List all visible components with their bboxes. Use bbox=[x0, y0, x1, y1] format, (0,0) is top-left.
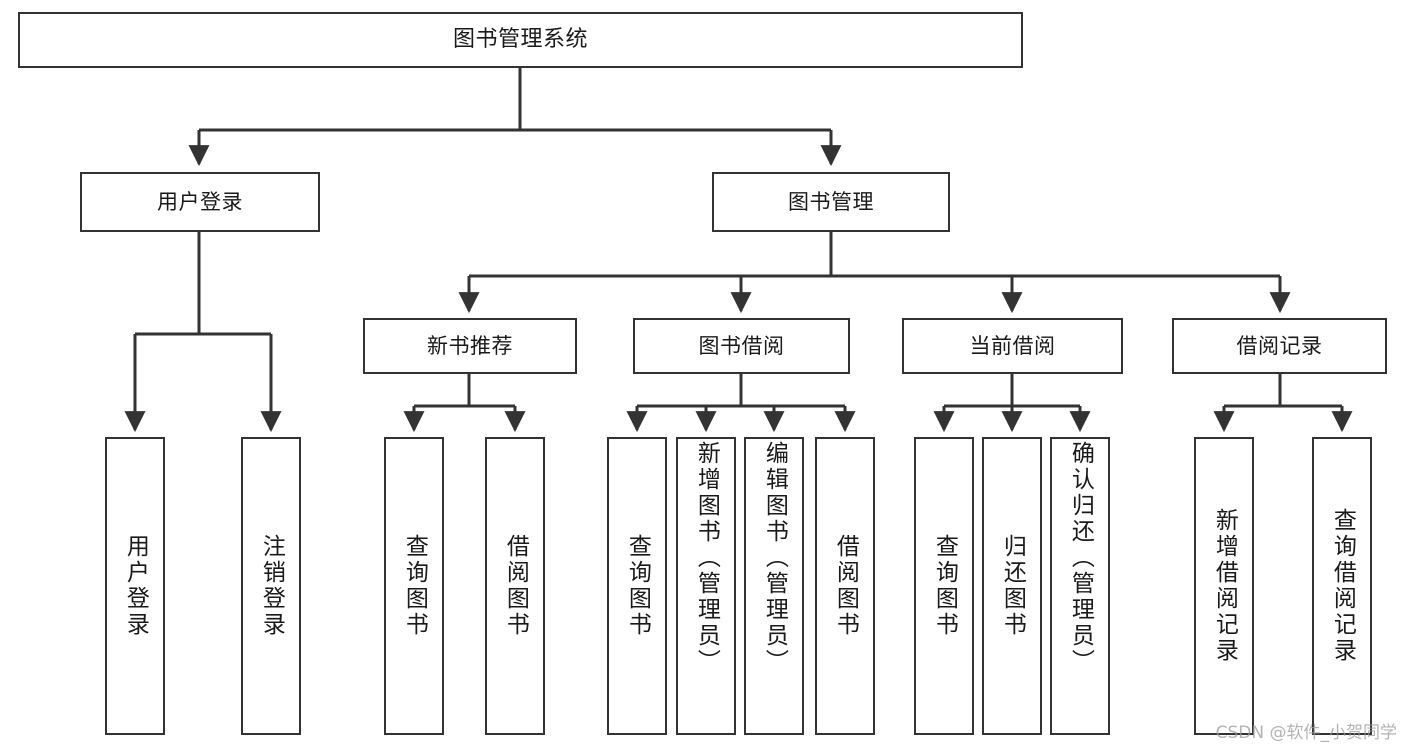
leaf-book-borrow-query[interactable]: 查询图书 bbox=[607, 437, 667, 735]
leaf-label: 新增借阅记录 bbox=[1211, 508, 1238, 664]
node-book-borrow[interactable]: 图书借阅 bbox=[633, 318, 850, 374]
leaf-user-login-login[interactable]: 用户登录 bbox=[105, 437, 165, 735]
leaf-book-borrow-borrow[interactable]: 借阅图书 bbox=[815, 437, 875, 735]
leaf-label: 注销登录 bbox=[258, 534, 285, 638]
leaf-label: 用户登录 bbox=[122, 534, 149, 638]
leaf-borrow-record-query[interactable]: 查询借阅记录 bbox=[1312, 437, 1372, 735]
leaf-label: 查询图书 bbox=[931, 534, 958, 638]
node-new-book-recommend[interactable]: 新书推荐 bbox=[363, 318, 577, 374]
leaf-label: 编辑图书（管理员） bbox=[761, 441, 788, 675]
node-borrow-record[interactable]: 借阅记录 bbox=[1172, 318, 1387, 374]
leaf-new-book-query[interactable]: 查询图书 bbox=[384, 437, 444, 735]
leaf-label: 借阅图书 bbox=[832, 534, 859, 638]
node-root-label: 图书管理系统 bbox=[452, 27, 588, 53]
node-book-borrow-label: 图书借阅 bbox=[698, 333, 785, 358]
node-book-management[interactable]: 图书管理 bbox=[712, 172, 950, 232]
leaf-label: 新增图书（管理员） bbox=[693, 441, 720, 675]
leaf-current-borrow-confirm-return[interactable]: 确认归还（管理员） bbox=[1050, 437, 1110, 735]
leaf-label: 查询图书 bbox=[401, 534, 428, 638]
node-user-login[interactable]: 用户登录 bbox=[80, 172, 320, 232]
leaf-label: 借阅图书 bbox=[502, 534, 529, 638]
leaf-new-book-borrow[interactable]: 借阅图书 bbox=[485, 437, 545, 735]
node-user-login-label: 用户登录 bbox=[157, 189, 243, 214]
leaf-current-borrow-return[interactable]: 归还图书 bbox=[982, 437, 1042, 735]
node-book-management-label: 图书管理 bbox=[788, 189, 874, 214]
leaf-borrow-record-add[interactable]: 新增借阅记录 bbox=[1194, 437, 1254, 735]
leaf-book-borrow-add[interactable]: 新增图书（管理员） bbox=[676, 437, 736, 735]
leaf-book-borrow-edit[interactable]: 编辑图书（管理员） bbox=[744, 437, 804, 735]
node-new-book-recommend-label: 新书推荐 bbox=[427, 333, 513, 358]
node-borrow-record-label: 借阅记录 bbox=[1236, 333, 1323, 358]
leaf-label: 查询图书 bbox=[624, 534, 651, 638]
node-root-library-system[interactable]: 图书管理系统 bbox=[18, 12, 1023, 68]
leaf-label: 确认归还（管理员） bbox=[1067, 441, 1094, 675]
node-current-borrow[interactable]: 当前借阅 bbox=[902, 318, 1123, 374]
leaf-user-login-logout[interactable]: 注销登录 bbox=[241, 437, 301, 735]
node-current-borrow-label: 当前借阅 bbox=[969, 333, 1056, 358]
leaf-label: 查询借阅记录 bbox=[1329, 508, 1356, 664]
leaf-label: 归还图书 bbox=[999, 534, 1026, 638]
leaf-current-borrow-query[interactable]: 查询图书 bbox=[914, 437, 974, 735]
